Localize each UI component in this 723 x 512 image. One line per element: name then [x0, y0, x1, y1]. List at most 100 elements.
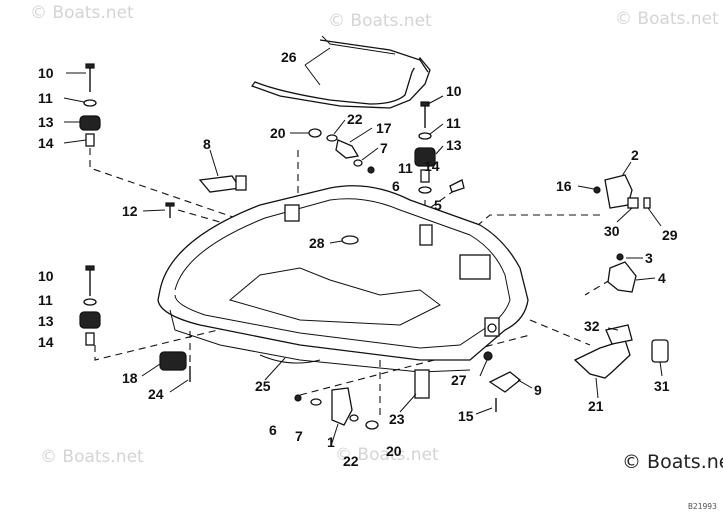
leader	[479, 359, 488, 377]
callout-11: 11	[398, 160, 413, 176]
callout-25: 25	[255, 378, 271, 394]
callout-14: 14	[38, 135, 54, 151]
callout-24: 24	[148, 386, 164, 402]
clip-17	[335, 139, 360, 159]
hardware-upper-center	[165, 128, 465, 218]
bracket-assembly-right	[593, 174, 651, 293]
leader	[647, 207, 662, 227]
callout-6: 6	[392, 178, 400, 194]
cover-bottom-lip	[259, 354, 321, 364]
handle-8-end	[235, 175, 247, 191]
callout-7: 7	[295, 428, 303, 444]
leader	[330, 423, 339, 447]
leader	[399, 393, 417, 413]
callout-22: 22	[343, 453, 359, 469]
watermark-top-right: © Boats.net	[615, 9, 719, 29]
sleeve	[85, 332, 95, 346]
latch-handle-21	[573, 339, 631, 379]
callout-27: 27	[451, 372, 467, 388]
hardware-lower	[159, 351, 522, 430]
washer-7-lower	[310, 398, 322, 406]
cover-outer-shell	[157, 185, 529, 361]
bolt-head	[420, 101, 430, 107]
callout-10: 10	[446, 83, 462, 99]
callout-13: 13	[38, 313, 54, 329]
bracket-4	[607, 261, 637, 293]
right-mount-boss	[419, 224, 433, 246]
leader	[264, 357, 286, 381]
callout-29: 29	[662, 227, 678, 243]
bolt-head	[85, 63, 95, 69]
leader	[304, 64, 321, 86]
latch-handle-assembly	[573, 324, 669, 379]
callout-13: 13	[38, 114, 54, 130]
callout-11: 11	[446, 115, 461, 131]
leader-lines	[63, 47, 663, 447]
mount-stack-lower-left	[79, 265, 101, 346]
bracket-9	[488, 371, 522, 393]
spring-29	[643, 197, 651, 209]
callout-23: 23	[389, 411, 405, 427]
guide-line-upper-left	[89, 148, 301, 241]
bracket-1	[331, 387, 353, 426]
leader	[577, 185, 595, 190]
callout-5: 5	[434, 197, 442, 213]
callout-22: 22	[347, 111, 363, 127]
callout-11: 11	[38, 292, 53, 308]
callout-4: 4	[658, 270, 666, 286]
callout-30: 30	[604, 223, 620, 239]
front-mount-boss	[284, 204, 300, 222]
washer-20-lower	[365, 420, 379, 430]
seal-32	[605, 324, 633, 345]
guide-line-screw-6	[299, 334, 531, 396]
sleeve	[85, 133, 95, 147]
guide-line-handle-21	[529, 319, 591, 346]
seal-strip-body	[250, 56, 431, 109]
washer-7	[353, 159, 363, 167]
leader	[304, 47, 331, 66]
rubber-mount	[79, 115, 101, 131]
callout-3: 3	[645, 250, 653, 266]
callout-9: 9	[534, 382, 542, 398]
callout-16: 16	[556, 178, 572, 194]
callout-14: 14	[38, 334, 54, 350]
callout-20: 20	[386, 443, 402, 459]
callout-17: 17	[376, 120, 392, 136]
callout-7: 7	[380, 140, 388, 156]
washer-22-lower	[349, 414, 359, 422]
callout-10: 10	[38, 268, 54, 284]
screw-16	[593, 186, 601, 194]
leader	[141, 363, 161, 377]
watermark-layer: © Boats.net © Boats.net © Boats.net © Bo…	[30, 3, 723, 511]
screw-6	[367, 166, 375, 174]
washer	[418, 132, 432, 140]
watermark-bottom-right: © Boats.net	[622, 451, 723, 473]
callout-1: 1	[327, 434, 335, 450]
leader	[329, 240, 343, 244]
washer-20	[308, 128, 322, 138]
leader	[607, 327, 619, 331]
guide-line-bracket-4	[584, 279, 611, 296]
leader	[475, 407, 493, 415]
rubber-mount	[414, 147, 436, 167]
motor-cover-lower-pan	[157, 185, 529, 373]
callout-labels: 10 11 13 14 26 10 20 22 17 11 13 7 8 11 …	[38, 49, 678, 469]
washer-lower	[418, 186, 432, 194]
screw-6-lower	[294, 394, 302, 402]
leader	[209, 149, 219, 177]
washer	[83, 298, 97, 306]
callout-12: 12	[122, 203, 138, 219]
cover-floor	[228, 267, 441, 326]
screw-5	[449, 179, 465, 193]
seal-strip-upper-edge	[321, 35, 396, 55]
watermark-bottom-left: © Boats.net	[40, 447, 144, 467]
washer-22	[326, 134, 338, 142]
watermark-top-center: © Boats.net	[328, 11, 432, 31]
screw-3	[616, 253, 624, 261]
leader	[435, 145, 444, 155]
callout-32: 32	[584, 318, 600, 334]
washer	[83, 99, 97, 107]
leader	[361, 147, 379, 161]
leader	[659, 361, 663, 377]
rear-bolt-hole	[487, 323, 497, 333]
